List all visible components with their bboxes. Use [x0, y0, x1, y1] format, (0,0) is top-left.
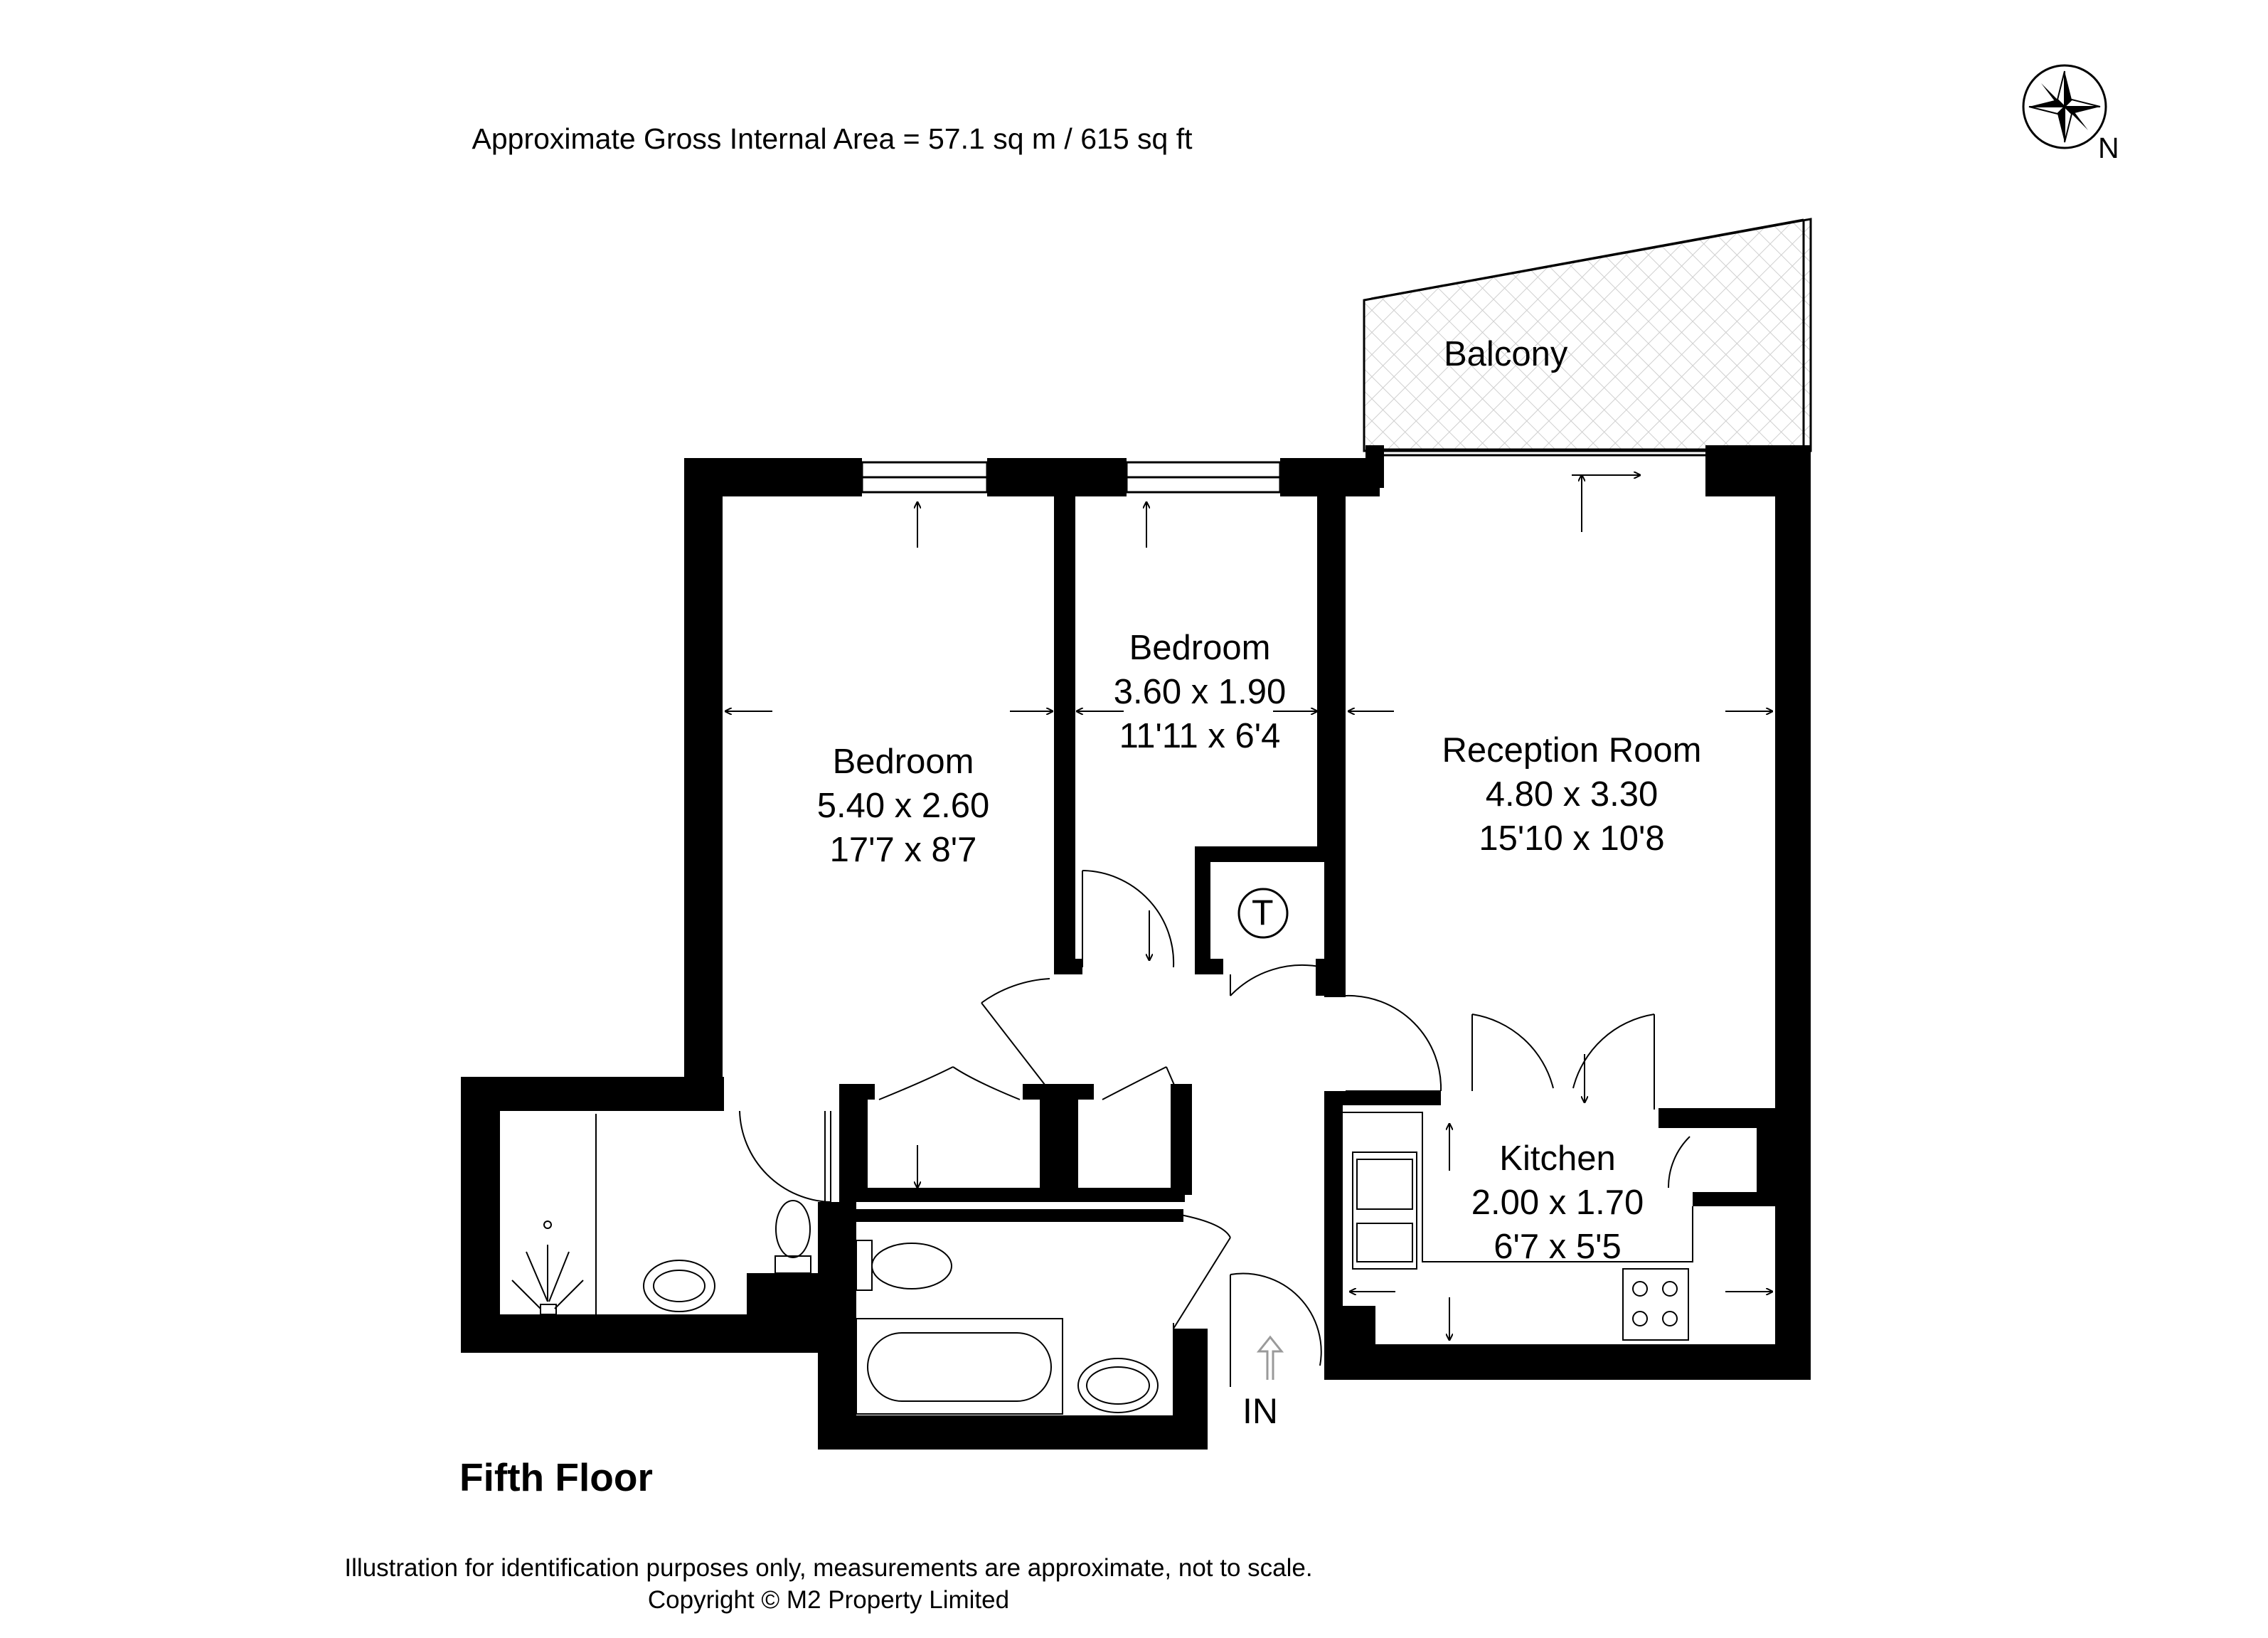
- entrance-arrow-icon: [1256, 1335, 1284, 1380]
- cupboard-marker-label: T: [1252, 893, 1274, 932]
- room-bedroom-1: Bedroom 5.40 x 2.60 17'7 x 8'7: [754, 740, 1053, 872]
- disclaimer-text: Illustration for identification purposes…: [344, 1554, 1313, 1582]
- compass-icon: [2022, 64, 2107, 149]
- room-name: Bedroom: [832, 743, 974, 781]
- room-imperial: 15'10 x 10'8: [1479, 819, 1665, 858]
- floor-label: Fifth Floor: [459, 1455, 653, 1499]
- balcony-label: Balcony: [1444, 335, 1568, 373]
- room-name: Reception Room: [1442, 731, 1702, 770]
- doors: [739, 870, 1691, 1387]
- bathroom-fixtures: [856, 1240, 1174, 1415]
- compass-north-label: N: [2098, 132, 2119, 164]
- ensuite-fixtures: [499, 1111, 826, 1315]
- window-markers: [917, 475, 1640, 548]
- cupboard-marker-icon: [1237, 888, 1289, 939]
- room-reception: Reception Room 4.80 x 3.30 15'10 x 10'8: [1387, 728, 1757, 861]
- room-imperial: 17'7 x 8'7: [829, 831, 977, 869]
- room-name: Bedroom: [1129, 629, 1271, 667]
- entrance-label: IN: [1242, 1391, 1278, 1431]
- room-name: Kitchen: [1499, 1139, 1616, 1178]
- room-imperial: 11'11 x 6'4: [1119, 717, 1281, 755]
- gross-area-text: Approximate Gross Internal Area = 57.1 s…: [472, 122, 1193, 155]
- room-kitchen: Kitchen 2.00 x 1.70 6'7 x 5'5: [1451, 1137, 1664, 1269]
- copyright-text: Copyright © M2 Property Limited: [647, 1586, 1010, 1614]
- room-metric: 4.80 x 3.30: [1485, 775, 1659, 814]
- walls: [461, 445, 1811, 1450]
- dimension-arrows: [725, 711, 1772, 1340]
- kitchen-fixtures: [1343, 1112, 1693, 1341]
- room-imperial: 6'7 x 5'5: [1494, 1228, 1622, 1266]
- room-bedroom-2: Bedroom 3.60 x 1.90 11'11 x 6'4: [1075, 626, 1324, 758]
- room-metric: 5.40 x 2.60: [816, 787, 990, 825]
- room-metric: 3.60 x 1.90: [1113, 673, 1287, 711]
- balcony: [1363, 218, 1812, 452]
- room-metric: 2.00 x 1.70: [1471, 1184, 1644, 1222]
